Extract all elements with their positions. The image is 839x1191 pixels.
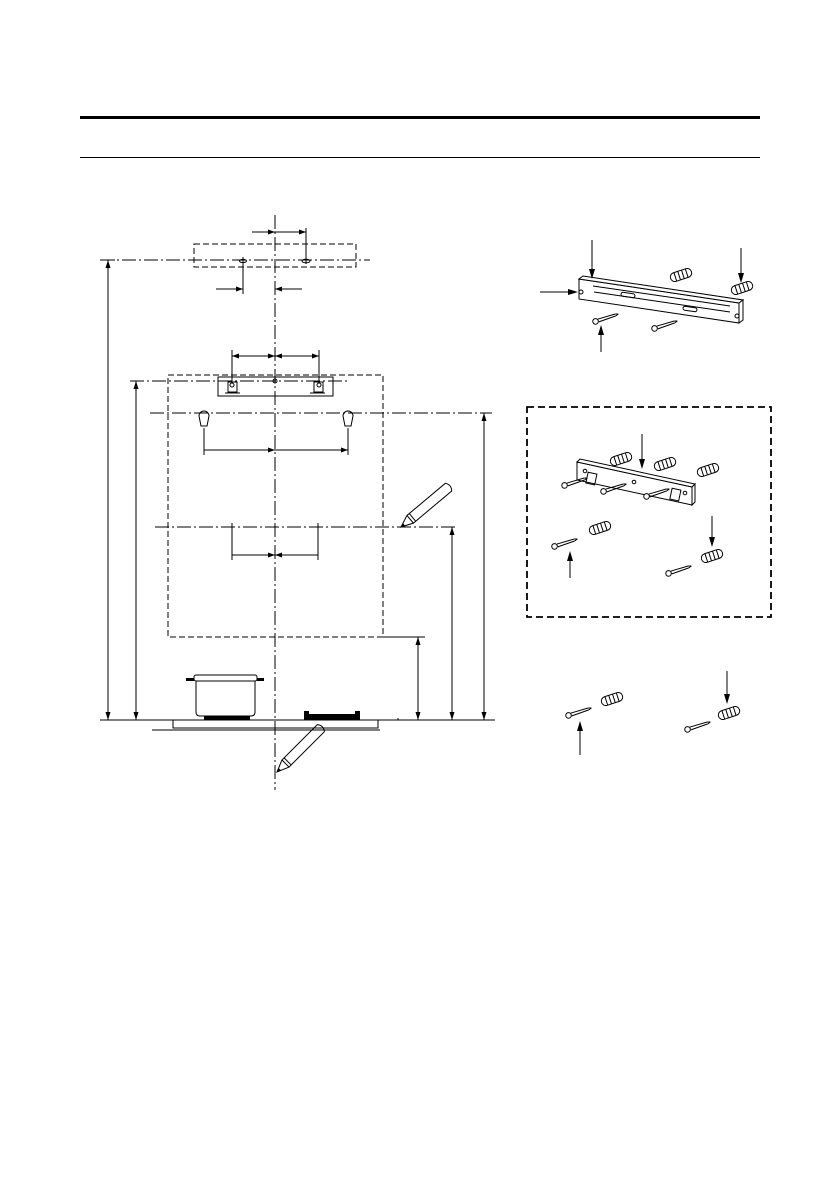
wall-plug-icon [717, 705, 741, 720]
wall-plug-icon [669, 267, 693, 282]
arrow-icon [567, 551, 573, 578]
wall-plug-icon [700, 548, 724, 563]
pot-icon [186, 675, 264, 716]
wall-plug-icon [600, 691, 624, 706]
wall-bracket [130, 350, 350, 396]
screw-icon [565, 705, 592, 719]
main-drawing [100, 215, 495, 790]
wall-plug-icon [696, 462, 720, 477]
screw-icon [665, 563, 692, 577]
pencil-icon [398, 482, 453, 531]
hob-icon [100, 711, 495, 730]
arrow-icon [577, 721, 583, 755]
screw-icon [684, 719, 711, 733]
wall-bracket-detail-panel [527, 407, 771, 617]
screw-icon [592, 311, 619, 325]
bracket-icon [579, 276, 743, 323]
mid-marking-line [155, 523, 455, 560]
bracket-icon [577, 459, 695, 505]
wall-plug-icon [609, 451, 633, 466]
arrow-icon [540, 289, 578, 295]
arrow-icon [639, 434, 645, 469]
top-outlet-cover [100, 228, 370, 294]
screw-icon [551, 536, 578, 550]
detail-panel-border [527, 407, 771, 617]
wall-plug-icon [653, 456, 677, 471]
arrow-icon [598, 325, 604, 352]
screw-icon [651, 318, 678, 332]
arrow-icon [589, 240, 595, 279]
wall-plug-icon [730, 280, 754, 295]
height-dimension-lines [100, 260, 487, 720]
loose-fixings-detail [565, 671, 741, 755]
arrow-icon [738, 248, 744, 283]
keyhole-slots [150, 411, 492, 455]
wall-plug-icon [588, 520, 612, 535]
pencil-icon [273, 723, 325, 775]
support-bracket-detail [540, 240, 754, 352]
arrow-icon [724, 671, 730, 704]
arrow-icon [709, 516, 715, 547]
